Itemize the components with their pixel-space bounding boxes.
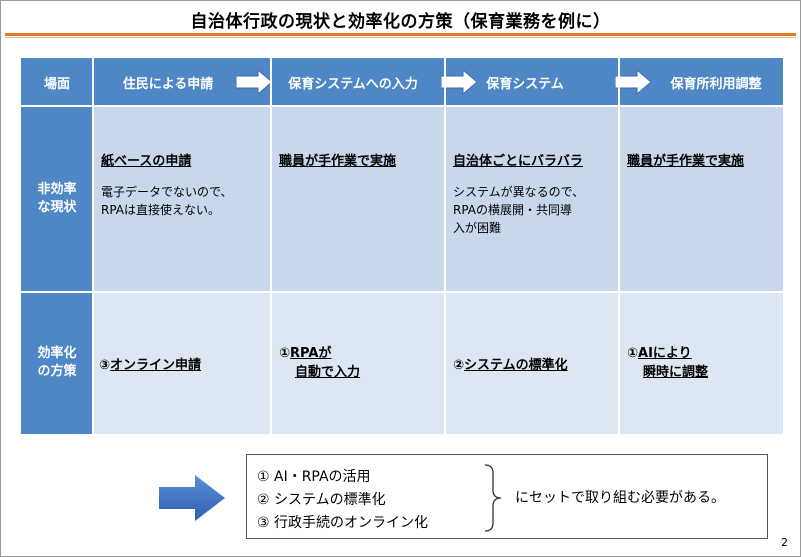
measures-cell-3: ②システムの標準化 (453, 354, 619, 373)
grid-divider-h2 (21, 291, 783, 293)
grid-divider-v3 (444, 58, 446, 434)
header-col-2: 保育システムへの入力 (271, 58, 445, 106)
measures-cell-2-num: ① (279, 346, 291, 361)
inefficiency-cell-4: 職員が手作業で実施 (627, 150, 783, 169)
inefficiency-cell-3: 自治体ごとにバラバラ システムが異なるので、 RPAの横展開・共同導 入が困難 (453, 150, 619, 237)
row-label-measures: 効率化 の方策 (21, 292, 93, 434)
measures-cell-4-line1: AIにより (638, 346, 692, 361)
inefficiency-cell-1: 紙ベースの申請 電子データでないので、 RPAは直接使えない。 (101, 150, 271, 219)
row-label-inefficiency-line2: な現状 (37, 200, 77, 215)
row-label-inefficiency-line1: 非効率 (37, 182, 77, 198)
row-measures-bg (93, 292, 783, 434)
inefficiency-cell-2-heading: 職員が手作業で実施 (279, 154, 397, 169)
measures-cell-1: ③オンライン申請 (99, 354, 271, 373)
measures-cell-2-line1: RPAが (290, 346, 332, 361)
measures-cell-4-num: ① (627, 346, 639, 361)
measures-cell-1-text: オンライン申請 (110, 358, 202, 373)
title-underline-thin (5, 37, 796, 38)
row-label-inefficiency: 非効率 な現状 (21, 106, 93, 292)
header-arrow-3-icon (615, 70, 651, 94)
measures-cell-2-line2: 自動で入力 (295, 364, 361, 380)
grid-divider-v1 (92, 58, 94, 434)
measures-cell-3-num: ② (453, 358, 465, 373)
comparison-table: 場面 住民による申請 保育システムへの入力 保育システム 保育所利用調整 非効率 (21, 58, 783, 434)
grid-divider-v4 (618, 58, 620, 434)
summary-arrow-icon (159, 475, 225, 521)
grid-divider-h1 (21, 105, 783, 107)
header-col-3-label: 保育システム (486, 76, 564, 92)
measures-cell-2: ①RPAが 自動で入力 (279, 345, 449, 383)
inefficiency-cell-3-body-line3: 入が困難 (453, 221, 502, 235)
row-label-measures-line1: 効率化 (37, 346, 77, 362)
summary-item-2: ② システムの標準化 (257, 492, 386, 508)
inefficiency-cell-1-body-line2: RPAは直接使えない。 (101, 203, 221, 217)
title-underline (5, 33, 796, 36)
summary-item-3: ③ 行政手続のオンライン化 (257, 515, 429, 531)
header-arrow-2-icon (441, 70, 477, 94)
summary-result-text: にセットで取り組む必要がある。 (515, 490, 725, 506)
inefficiency-cell-3-body-line2: RPAの横展開・共同導 (453, 203, 573, 217)
summary-item-1: ① AI・RPAの活用 (257, 469, 371, 485)
inefficiency-cell-2: 職員が手作業で実施 (279, 150, 449, 169)
right-brace-icon (484, 464, 502, 532)
header-col-4-label: 保育所利用調整 (670, 76, 762, 92)
page-number: 2 (781, 536, 788, 549)
summary-box: ① AI・RPAの活用 ② システムの標準化 ③ 行政手続のオンライン化 にセッ… (246, 454, 768, 539)
header-corner-label: 場面 (43, 76, 70, 92)
inefficiency-cell-1-body-line1: 電子データでないので、 (101, 185, 233, 199)
inefficiency-cell-3-body: システムが異なるので、 RPAの横展開・共同導 入が困難 (453, 183, 619, 237)
inefficiency-cell-1-heading: 紙ベースの申請 (101, 154, 192, 169)
header-col-2-label: 保育システムへの入力 (288, 76, 418, 92)
grid-divider-v2 (270, 58, 272, 434)
measures-cell-3-text: システムの標準化 (464, 358, 568, 373)
page-title: 自治体行政の現状と効率化の方策（保育業務を例に） (190, 12, 611, 32)
row-inefficiency-bg (93, 106, 783, 292)
row-label-measures-line2: の方策 (37, 364, 77, 379)
inefficiency-cell-1-body: 電子データでないので、 RPAは直接使えない。 (101, 183, 271, 219)
header-arrow-1-icon (236, 70, 272, 94)
measures-cell-1-num: ③ (99, 358, 111, 373)
inefficiency-cell-3-body-line1: システムが異なるので、 (453, 185, 585, 199)
header-corner: 場面 (21, 58, 93, 106)
inefficiency-cell-4-heading: 職員が手作業で実施 (627, 154, 745, 169)
title-area: 自治体行政の現状と効率化の方策（保育業務を例に） (5, 5, 796, 35)
header-col-1-label: 住民による申請 (122, 76, 214, 92)
inefficiency-cell-3-heading: 自治体ごとにバラバラ (453, 154, 583, 169)
measures-cell-4-line2: 瞬時に調整 (643, 364, 709, 380)
measures-cell-4: ①AIにより 瞬時に調整 (627, 345, 783, 383)
